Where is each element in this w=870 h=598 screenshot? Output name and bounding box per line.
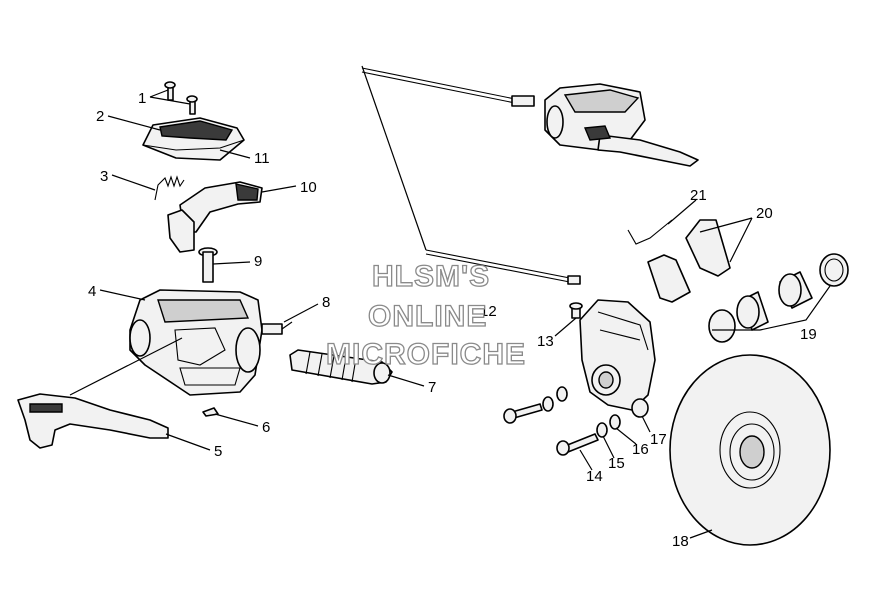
callout-4: 4 [88,283,96,300]
pad-retaining-pin [627,219,673,245]
brake-caliper [579,299,656,418]
lever-adjuster [167,181,263,253]
callout-16: 16 [632,441,649,458]
callout-21: 21 [690,187,707,204]
callout-20: 20 [756,205,773,222]
lever-clip [202,407,219,417]
callout-13: 13 [537,333,554,350]
callout-17: 17 [650,431,667,448]
brake-rotor [669,354,831,546]
push-rod-switch [261,321,293,335]
cover-screws [164,81,198,115]
callout-7: 7 [428,379,436,396]
brake-pads [647,219,731,303]
master-cylinder-body [129,289,263,396]
watermark: HLSM'S ONLINE MICROFICHE [325,259,526,371]
callout-18: 18 [672,533,689,550]
return-spring [154,175,185,201]
brake-line [361,67,581,285]
brake-lever [17,393,169,449]
callout-5: 5 [214,443,222,460]
watermark-line-1: HLSM'S [372,260,490,293]
callout-14: 14 [586,468,603,485]
callout-2: 2 [96,108,104,125]
callout-6: 6 [262,419,270,436]
callout-3: 3 [100,168,108,185]
caliper-pistons [708,253,849,343]
reservoir-cover [142,117,245,161]
watermark-line-3: MICROFICHE [326,338,526,371]
watermark-line-2: ONLINE [368,300,487,333]
piston-assembly [289,349,393,385]
upper-caliper-bolt [503,403,543,424]
callout-11: 11 [254,150,270,167]
bleeder-valve [569,302,583,319]
callout-12: 12 [480,303,497,320]
callout-19: 19 [800,326,817,343]
callout-8: 8 [322,294,330,311]
callout-1: 1 [138,90,146,107]
master-cylinder-assembled [544,83,699,167]
pivot-pin [198,247,218,283]
callout-9: 9 [254,253,262,270]
callout-15: 15 [608,455,625,472]
lower-washers [596,414,621,438]
upper-washers [542,386,568,412]
callout-labels: 1 2 11 3 10 9 4 8 7 6 5 12 13 17 16 15 1… [88,90,817,550]
leader-lines [69,65,831,539]
lower-caliper-bolt [556,433,599,456]
callout-10: 10 [300,179,317,196]
